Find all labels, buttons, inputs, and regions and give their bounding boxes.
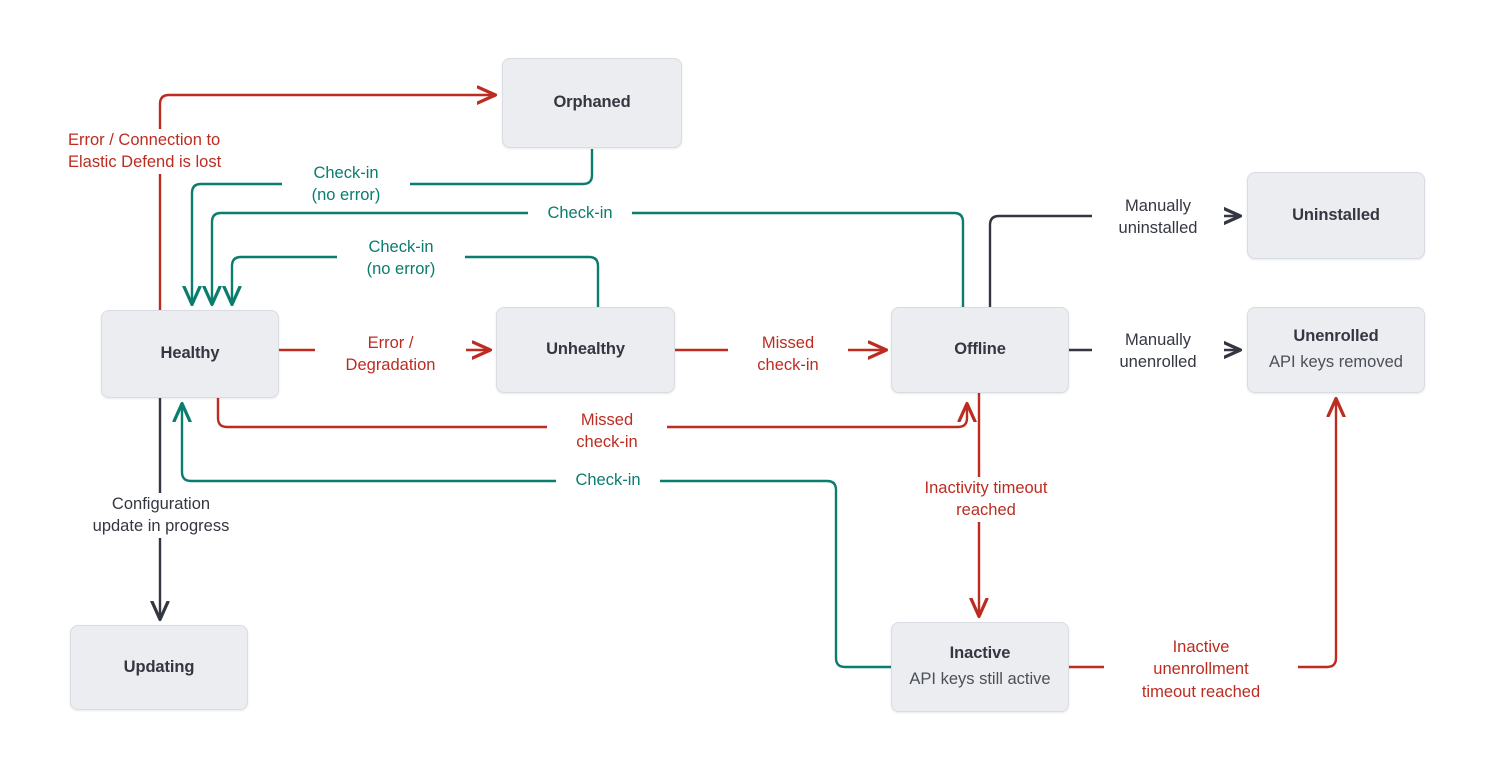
node-title: Uninstalled	[1292, 205, 1380, 224]
node-title: Offline	[954, 340, 1006, 359]
node-unenrolled[interactable]: Unenrolled API keys removed	[1247, 307, 1425, 393]
node-title: Unhealthy	[546, 340, 625, 359]
node-title: Inactive	[949, 644, 1011, 663]
node-uninstalled[interactable]: Uninstalled	[1247, 172, 1425, 259]
edge-offline-to-healthy	[212, 211, 965, 307]
edge-label-checkin-no-error-mid: Check-in (no error)	[337, 236, 465, 281]
edge-offline-to-uninstalled	[988, 216, 1240, 307]
edge-label-error-connection-lost: Error / Connection to Elastic Defend is …	[62, 129, 264, 174]
edge-label-missed-checkin-healthy: Missed check-in	[547, 409, 667, 454]
edge-inactive-to-healthy	[182, 404, 891, 669]
edge-label-inactive-unenrollment: Inactive unenrollment timeout reached	[1104, 636, 1298, 703]
node-title: Updating	[123, 657, 195, 676]
edge-label-error-degradation: Error / Degradation	[315, 332, 466, 377]
edge-label-inactivity-timeout: Inactivity timeout reached	[889, 477, 1083, 522]
node-subtitle: API keys removed	[1269, 353, 1403, 372]
node-orphaned[interactable]: Orphaned	[502, 58, 682, 148]
node-offline[interactable]: Offline	[891, 307, 1069, 393]
node-inactive[interactable]: Inactive API keys still active	[891, 622, 1069, 712]
edge-label-checkin-inactive: Check-in	[556, 469, 660, 492]
edge-label-manually-unenrolled: Manually unenrolled	[1092, 329, 1224, 374]
node-unhealthy[interactable]: Unhealthy	[496, 307, 675, 393]
node-title: Orphaned	[553, 93, 631, 112]
edge-label-checkin-no-error-top: Check-in (no error)	[282, 162, 410, 207]
node-healthy[interactable]: Healthy	[101, 310, 279, 398]
edge-label-manually-uninstalled: Manually uninstalled	[1092, 195, 1224, 240]
node-updating[interactable]: Updating	[70, 625, 248, 710]
node-title: Unenrolled	[1293, 327, 1379, 346]
node-subtitle: API keys still active	[909, 670, 1051, 689]
edge-label-missed-checkin-unhealthy: Missed check-in	[728, 332, 848, 377]
edge-healthy-to-orphaned	[158, 95, 495, 310]
edge-label-checkin-offline: Check-in	[528, 202, 632, 225]
edge-label-config-update: Configuration update in progress	[62, 493, 260, 538]
node-title: Healthy	[160, 344, 220, 363]
edge-inactive-to-unenrolled	[1069, 399, 1336, 669]
